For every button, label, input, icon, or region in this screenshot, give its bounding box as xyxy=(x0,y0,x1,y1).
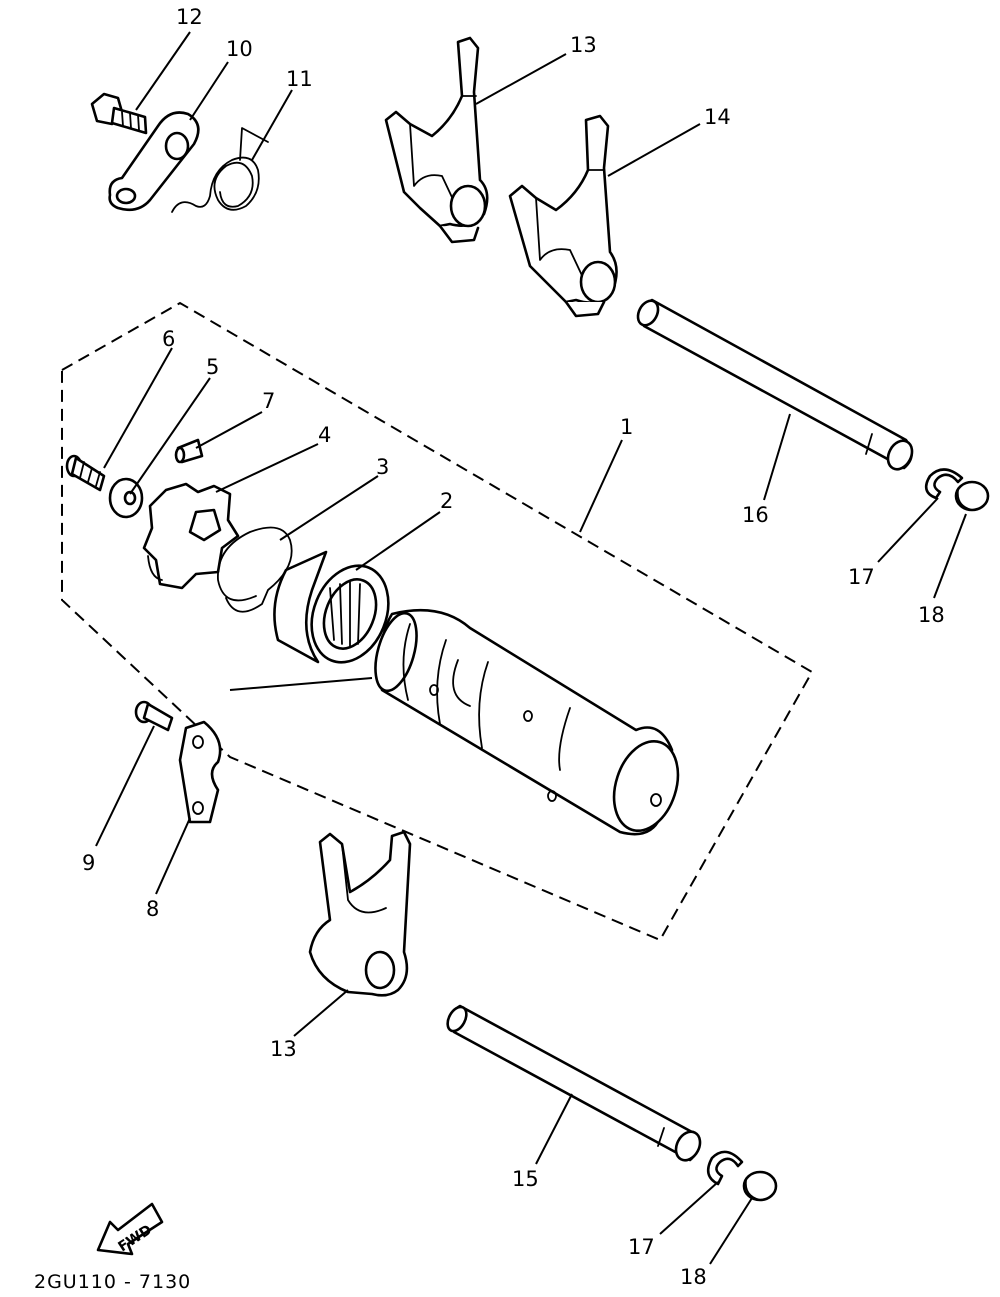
callout-17-upper: 17 xyxy=(848,565,875,589)
part-18-cap-lower xyxy=(742,1170,778,1202)
callout-14: 14 xyxy=(704,105,731,129)
callout-11: 11 xyxy=(286,67,313,91)
callout-9: 9 xyxy=(82,851,95,875)
callout-13-lower: 13 xyxy=(270,1037,297,1061)
callout-2: 2 xyxy=(440,489,453,513)
callout-18-upper: 18 xyxy=(918,603,945,627)
callout-12: 12 xyxy=(176,5,203,29)
part-13-shift-fork-upper xyxy=(384,36,489,244)
callout-10: 10 xyxy=(226,37,253,61)
callout-7: 7 xyxy=(262,389,275,413)
callout-1: 1 xyxy=(620,415,633,439)
part-9-screw xyxy=(134,700,174,732)
callout-13-upper: 13 xyxy=(570,33,597,57)
callout-3: 3 xyxy=(376,455,389,479)
callout-18-lower: 18 xyxy=(680,1265,707,1289)
part-13-shift-fork-lower xyxy=(308,830,412,997)
part-3-circlip xyxy=(217,526,293,613)
assembly-boundary-dashed xyxy=(61,301,814,942)
part-17-clip-lower xyxy=(706,1150,744,1186)
part-6-screw xyxy=(65,454,106,492)
callout-15: 15 xyxy=(512,1167,539,1191)
callout-5: 5 xyxy=(206,355,219,379)
fwd-arrow-icon: FWD xyxy=(96,1202,164,1255)
callout-17-lower: 17 xyxy=(628,1235,655,1259)
callout-8: 8 xyxy=(146,897,159,921)
part-14-shift-fork xyxy=(508,114,618,318)
callout-4: 4 xyxy=(318,423,331,447)
part-2-bearing xyxy=(273,550,390,664)
part-17-clip-upper xyxy=(924,468,964,500)
callout-16: 16 xyxy=(742,503,769,527)
callouts: 12 10 11 13 14 6 5 7 4 3 2 1 16 17 18 9 … xyxy=(82,5,945,1289)
shift-drum xyxy=(374,608,680,836)
part-8-stopper-plate xyxy=(178,720,222,824)
part-7-pin xyxy=(174,438,204,464)
part-16-shaft xyxy=(636,298,914,471)
part-18-cap-upper xyxy=(954,480,990,512)
drawing-code: 2GU110 - 7130 xyxy=(34,1271,191,1293)
callout-6: 6 xyxy=(162,327,175,351)
leader-lines xyxy=(95,31,967,1265)
part-11-spring xyxy=(171,127,269,213)
part-10-plate xyxy=(108,111,200,212)
part-15-shaft xyxy=(446,1004,702,1162)
part-4-segment xyxy=(142,482,240,590)
part-12-bolt xyxy=(90,92,148,135)
